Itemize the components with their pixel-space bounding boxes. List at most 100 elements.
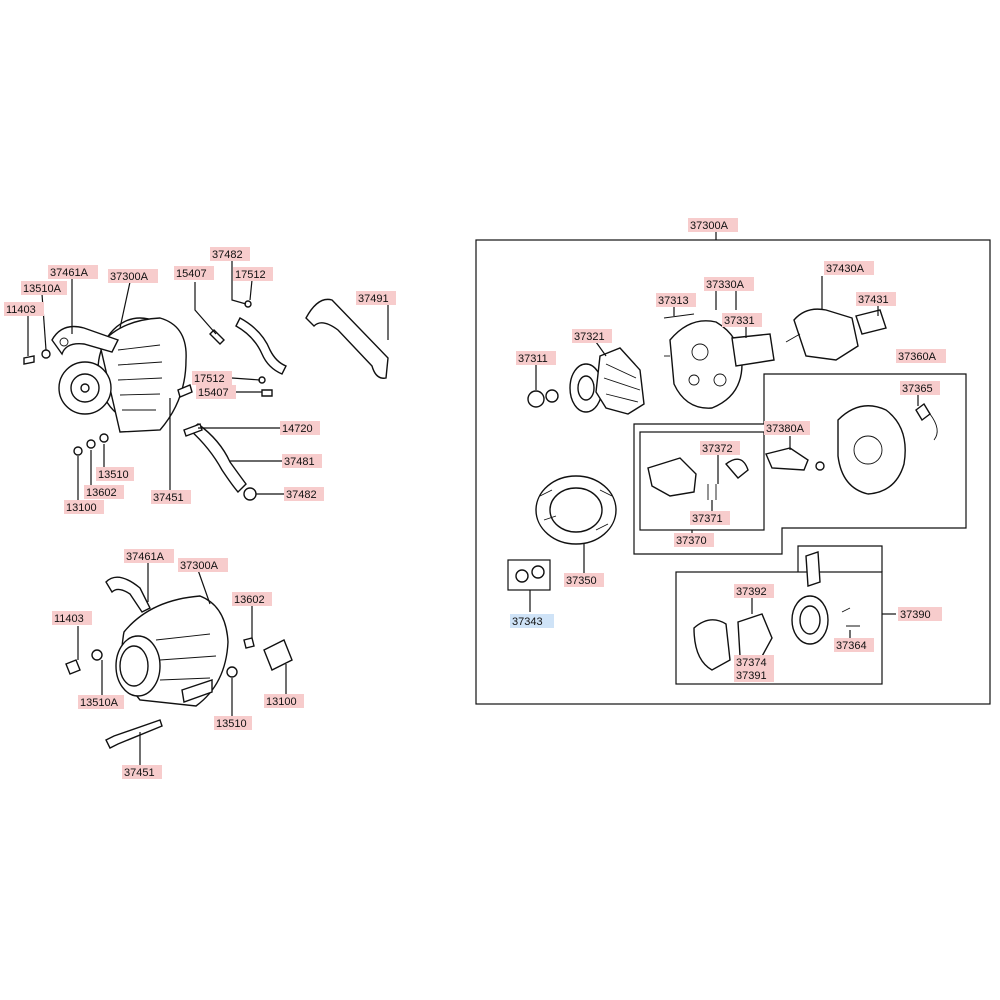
part-label-37371: 37371 [690,511,730,525]
part-number-text: 37390 [900,609,931,621]
label-background [284,487,324,501]
part-number-text: 37350 [566,575,597,587]
part-number-text: 11403 [6,304,36,316]
part-number-text: 37364 [836,640,867,652]
part-number-text: 13510A [80,697,119,709]
part-label-37491: 37491 [356,291,396,305]
label-background [96,467,134,481]
label-background [264,694,304,708]
label-background [898,607,942,621]
part-label-14720: 14720 [280,421,320,435]
label-background [564,573,604,587]
label-background [178,558,228,572]
part-number-text: 13100 [266,696,297,708]
label-background [690,511,730,525]
part-number-text: 13510A [23,283,62,295]
label-background [232,592,272,606]
label-background [704,277,754,291]
part-number-text: 37461A [50,267,89,279]
part-number-labels: 37461A 37300A 13510A 11403 15407 37482 17512 37… [4,218,946,779]
part-number-text: 13510 [98,469,129,481]
label-background [734,655,774,669]
label-background [124,549,174,563]
part-number-text: 37300A [690,220,729,232]
part-label-37300a-b: 37300A [178,558,228,572]
part-label-13100-b: 13100 [264,694,304,708]
part-number-text: 37451 [124,767,155,779]
part-number-text: 37311 [518,353,548,365]
part-number-text: 11403 [54,613,84,625]
part-label-37300a-a: 37300A [108,269,158,283]
label-background [196,385,236,399]
alternator-exploded-view [475,232,991,705]
part-number-text: 37491 [358,293,389,305]
label-background [122,765,162,779]
part-number-text: 37321 [574,331,605,343]
part-label-37482-a: 37482 [210,247,250,261]
part-number-text: 37392 [736,586,767,598]
part-label-13602-a: 13602 [84,485,124,499]
part-number-text: 37313 [658,295,689,307]
part-label-37481: 37481 [282,454,322,468]
label-background [722,313,762,327]
label-background [900,381,940,395]
part-number-text: 37431 [858,294,889,306]
part-number-text: 37482 [212,249,243,261]
part-label-37364: 37364 [834,638,874,652]
part-number-text: 37370 [676,535,707,547]
label-background [48,265,98,279]
label-background [834,638,874,652]
label-background [174,266,214,280]
part-label-37374: 37374 [734,655,774,669]
part-label-13602-b: 13602 [232,592,272,606]
part-number-text: 37372 [702,443,733,455]
label-background [151,490,191,504]
part-number-text: 13510 [216,718,247,730]
part-number-text: 37391 [736,670,767,682]
label-background [824,261,874,275]
part-label-37331: 37331 [722,313,762,327]
part-label-17512-b: 17512 [192,371,232,385]
part-label-15407-b: 15407 [196,385,236,399]
label-background [64,500,104,514]
part-number-text: 13602 [86,487,117,499]
label-background [214,716,252,730]
label-background [282,454,322,468]
part-label-37430a: 37430A [824,261,874,275]
label-background [896,349,946,363]
part-label-37461a-b: 37461A [124,549,174,563]
part-number-text: 17512 [194,373,225,385]
part-label-37392: 37392 [734,584,774,598]
label-background [674,533,714,547]
part-label-13510-a: 13510 [96,467,134,481]
label-background [280,421,320,435]
part-label-15407-a: 15407 [174,266,214,280]
part-label-37370: 37370 [674,533,714,547]
alternator-assembly-top [23,260,389,504]
label-background [356,291,396,305]
part-label-37350: 37350 [564,573,604,587]
part-number-text: 13602 [234,594,265,606]
label-background [734,584,774,598]
part-number-text: 37365 [902,383,933,395]
label-background [233,267,273,281]
part-number-text: 37300A [110,271,149,283]
part-number-text: 13100 [66,502,97,514]
part-number-text: 15407 [176,268,207,280]
part-label-37451-a: 37451 [151,490,191,504]
label-background [688,218,738,232]
part-label-17512-a: 17512 [233,267,273,281]
part-number-text: 37330A [706,279,745,291]
part-label-13510-b: 13510 [214,716,252,730]
label-background [516,351,556,365]
part-number-text: 37430A [826,263,865,275]
part-label-37482-b: 37482 [284,487,324,501]
label-background [4,302,44,316]
part-number-text: 37371 [692,513,723,525]
part-number-text: 17512 [235,269,266,281]
part-label-37300a-box: 37300A [688,218,738,232]
label-background [572,329,612,343]
label-background [700,441,740,455]
part-number-text: 37360A [898,351,937,363]
